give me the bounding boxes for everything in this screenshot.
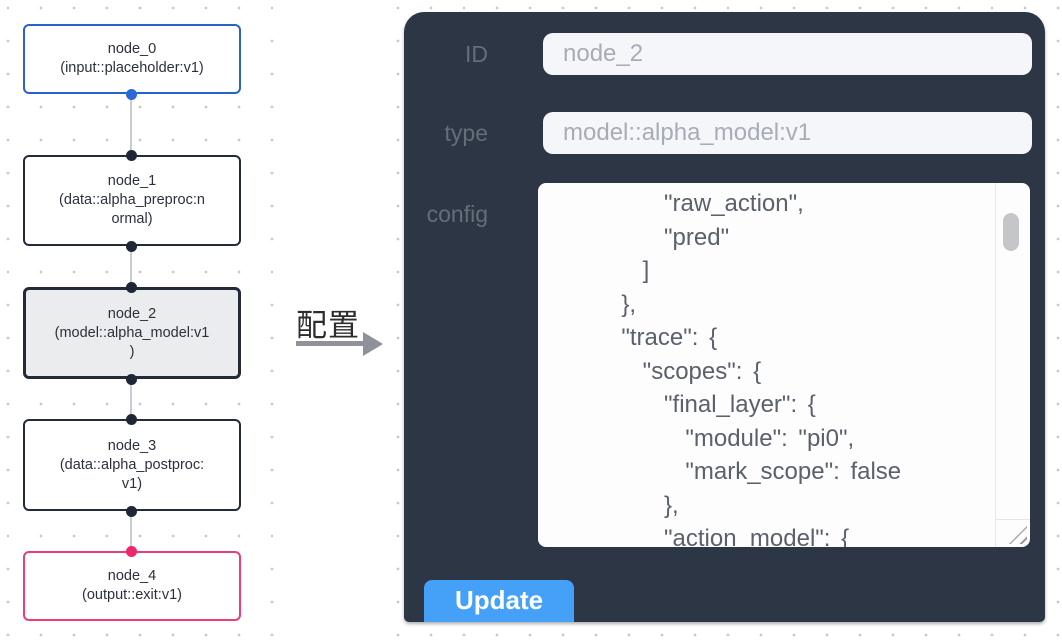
node-node_3[interactable]: node_3 (data::alpha_postproc: v1) (23, 419, 241, 511)
port-node_2-input[interactable] (126, 282, 137, 293)
config-json-text[interactable]: "raw_action", "pred" ] }, "trace": { "sc… (621, 190, 902, 547)
config-textarea[interactable]: "raw_action", "pred" ] }, "trace": { "sc… (538, 183, 1030, 547)
node-config-panel: ID type config "raw_action", "pred" ] },… (404, 12, 1045, 622)
edge-node_0-node_1 (130, 94, 132, 155)
node-title: node_0 (107, 41, 157, 57)
panel-region: ID type config "raw_action", "pred" ] },… (390, 0, 1062, 643)
node-node_4[interactable]: node_4 (output::exit:v1) (23, 551, 241, 621)
port-node_3-input[interactable] (126, 414, 137, 425)
annotation-label: 配置 (296, 308, 360, 343)
node-title: node_4 (107, 568, 157, 584)
id-label: ID (465, 41, 488, 67)
node-title: node_1 (107, 173, 157, 189)
scrollbar-thumb[interactable] (1003, 213, 1019, 251)
update-button[interactable]: Update (424, 580, 574, 622)
node-subtitle: (input::placeholder:v1) (60, 60, 204, 76)
node-node_1[interactable]: node_1 (data::alpha_preproc:n ormal) (23, 155, 241, 246)
node-node_2-selected[interactable]: node_2 (model::alpha_model:v1 ) (23, 287, 241, 379)
port-node_4-input[interactable] (126, 546, 137, 557)
node-node_0[interactable]: node_0 (input::placeholder:v1) (23, 24, 241, 94)
scrollbar-corner-border (995, 519, 1030, 520)
port-node_2-output[interactable] (126, 374, 137, 385)
edge-node_2-node_3 (130, 379, 132, 419)
type-input[interactable] (543, 112, 1032, 154)
config-label: config (426, 201, 488, 227)
node-subtitle: (data::alpha_preproc:n ormal) (59, 192, 205, 227)
edge-node_3-node_4 (130, 511, 132, 551)
node-subtitle: (data::alpha_postproc: v1) (59, 456, 205, 492)
workflow-canvas: node_0 (input::placeholder:v1) node_1 (d… (0, 0, 282, 643)
edge-node_1-node_2 (130, 246, 132, 287)
node-title: node_3 (107, 437, 157, 454)
arrow-head-icon (363, 331, 383, 356)
arrow-right-icon (296, 341, 366, 346)
scrollbar-track-border (995, 183, 996, 547)
type-label: type (444, 120, 488, 146)
node-subtitle: (output::exit:v1) (82, 587, 182, 603)
config-annotation: 配置 (282, 0, 390, 643)
port-node_3-output[interactable] (126, 506, 137, 517)
node-subtitle: (model::alpha_model:v1 ) (54, 324, 210, 360)
port-node_1-output[interactable] (126, 241, 137, 252)
node-title: node_2 (107, 305, 157, 322)
port-node_1-input[interactable] (126, 150, 137, 161)
port-node_0-output[interactable] (126, 89, 137, 100)
id-input[interactable] (543, 33, 1032, 75)
